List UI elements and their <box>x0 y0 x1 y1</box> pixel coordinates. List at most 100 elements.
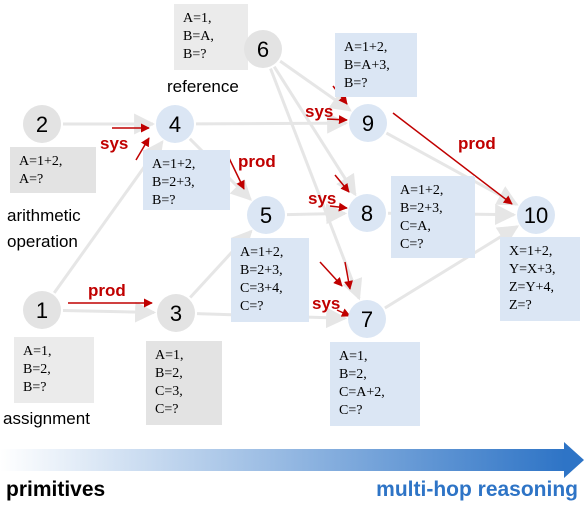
red-arrow-sys-8b <box>329 202 348 212</box>
label-sys-9: sys <box>305 102 333 121</box>
label-prod-9-10: prod <box>458 134 496 153</box>
node-label: 5 <box>260 203 272 228</box>
text-box-line: C=? <box>240 299 263 314</box>
text-box-line: A=? <box>19 172 43 187</box>
red-arrow-4-5 <box>228 157 245 190</box>
label-prod-1-3: prod <box>88 281 126 300</box>
text-box-2: A=1+2,A=? <box>10 147 96 193</box>
text-box-line: C=A+2, <box>339 385 385 400</box>
label-sys-4: sys <box>100 134 128 153</box>
text-box-line: B=A, <box>183 29 214 44</box>
text-box-line: B=2, <box>23 362 51 377</box>
node-label: 2 <box>36 112 48 137</box>
text-box-5: A=1+2, B=2+3, C=3+4, C=? <box>231 238 309 322</box>
text-box-line: A=1, <box>155 348 184 363</box>
node-8: 8 <box>348 194 386 232</box>
multihop-label: multi-hop reasoning <box>376 478 578 501</box>
edge-6-7 <box>269 68 363 301</box>
text-box-line: Z=Y+4, <box>509 280 554 295</box>
nodes: 1 2 3 4 5 6 7 8 9 10 <box>23 30 555 338</box>
caption-reference: reference <box>167 77 239 96</box>
red-arrow-sys-7 <box>344 261 353 290</box>
text-box-10: X=1+2, Y=X+3, Z=Y+4, Z=? <box>500 237 580 321</box>
text-box-line: X=1+2, <box>509 244 552 259</box>
text-box-line: A=1+2, <box>400 183 443 198</box>
node-label: 9 <box>362 111 374 136</box>
primitives-label: primitives <box>6 478 106 501</box>
text-box-line: C=3+4, <box>240 281 283 296</box>
captions: reference arithmetic operation assignmen… <box>3 77 239 428</box>
label-prod-4-5: prod <box>238 152 276 171</box>
node-label: 1 <box>36 298 48 323</box>
text-box-line: C=3, <box>155 384 183 399</box>
progress-arrow <box>0 442 584 478</box>
text-box-line: B=2+3, <box>152 175 195 190</box>
node-label: 8 <box>361 201 373 226</box>
edge-6-8 <box>272 65 357 197</box>
edge-1-3 <box>62 301 157 323</box>
text-box-line: A=1+2, <box>152 157 195 172</box>
node-10: 10 <box>517 196 555 234</box>
node-4: 4 <box>156 105 194 143</box>
text-box-4: A=1+2, B=2+3, B=? <box>143 150 230 210</box>
text-box-line: B=2+3, <box>400 201 443 216</box>
text-box-line: B=A+3, <box>344 58 390 73</box>
text-box-3: A=1, B=2, C=3, C=? <box>146 341 222 425</box>
text-box-line: B=? <box>183 47 206 62</box>
text-box-line: C=A, <box>400 219 431 234</box>
red-arrow-sys-8 <box>334 174 350 193</box>
text-box-line: A=1, <box>23 344 52 359</box>
node-9: 9 <box>349 104 387 142</box>
node-2: 2 <box>23 105 61 143</box>
edge-6-9 <box>279 59 352 112</box>
red-arrow-9-10 <box>392 112 513 205</box>
edge-5-8 <box>286 203 348 225</box>
red-arrow-sys-7b <box>319 261 343 287</box>
text-box-line: A=1, <box>339 349 368 364</box>
node-7: 7 <box>348 300 386 338</box>
node-5: 5 <box>247 196 285 234</box>
caption-arithmetic: arithmetic <box>7 206 81 225</box>
node-label: 3 <box>170 301 182 326</box>
text-box-6: A=1, B=A, B=? <box>174 4 248 70</box>
node-3: 3 <box>157 294 195 332</box>
text-box-line: C=? <box>339 403 362 418</box>
red-arrow-sys-4b <box>135 137 150 161</box>
caption-operation: operation <box>7 232 78 251</box>
text-box-line: Z=? <box>509 298 532 313</box>
node-label: 6 <box>257 37 269 62</box>
edge-labels: prod sys prod sys prod sys sys <box>88 102 496 313</box>
text-box-line: C=? <box>155 402 178 417</box>
red-arrow-sys-7c <box>336 308 351 317</box>
edge-9-10 <box>385 131 519 206</box>
text-box-7: A=1, B=2, C=A+2, C=? <box>330 342 420 426</box>
node-6: 6 <box>244 30 282 68</box>
red-arrow-sys-9 <box>326 115 348 125</box>
node-1: 1 <box>23 291 61 329</box>
text-box-line: B=? <box>23 380 46 395</box>
text-box-line: B=2, <box>155 366 183 381</box>
text-box-8: A=1+2, B=2+3, C=A, C=? <box>391 176 475 258</box>
label-sys-7: sys <box>312 294 340 313</box>
highlight-arrows <box>68 85 513 317</box>
text-box-line: C=? <box>400 237 423 252</box>
text-boxes: A=1,B=A,B=?A=1+2,A=?A=1,B=2,B=?A=1,B=2,C… <box>10 4 580 426</box>
caption-assignment: assignment <box>3 409 90 428</box>
node-label: 10 <box>524 203 548 228</box>
text-box-9: A=1+2, B=A+3, B=? <box>335 33 417 97</box>
edge-7-10 <box>384 225 520 310</box>
node-label: 7 <box>361 307 373 332</box>
text-box-line: B=? <box>152 193 175 208</box>
text-box-line: A=1+2, <box>344 40 387 55</box>
text-box-1: A=1, B=2, B=? <box>14 337 94 403</box>
text-box-line: B=2, <box>339 367 367 382</box>
text-box-line: B=2+3, <box>240 263 283 278</box>
node-label: 4 <box>169 112 181 137</box>
text-box-line: A=1, <box>183 11 212 26</box>
edge-4-9 <box>195 112 349 134</box>
text-box-line: B=? <box>344 76 367 91</box>
label-sys-8: sys <box>308 189 336 208</box>
text-box-line: A=1+2, <box>240 245 283 260</box>
text-box-line: Y=X+3, <box>509 262 556 277</box>
